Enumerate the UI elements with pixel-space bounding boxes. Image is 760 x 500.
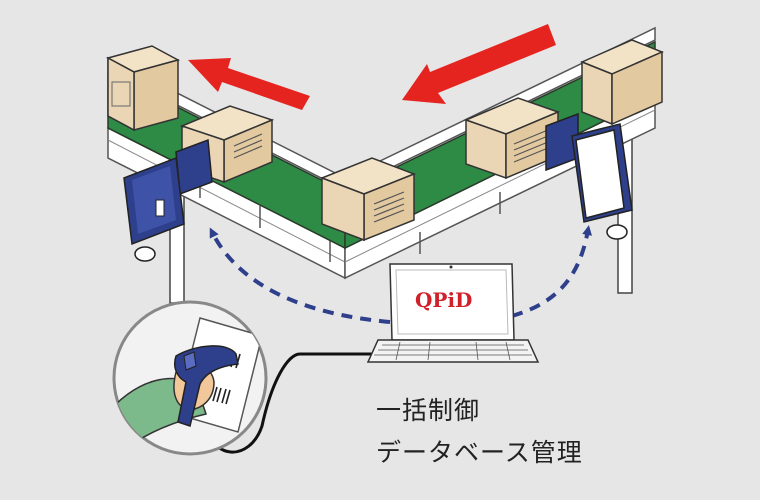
reader-links [209,225,593,324]
link-to-right-reader [511,225,593,318]
link-to-left-reader [209,227,391,324]
caption-batch-control: 一括制御 [376,396,481,425]
caption-database-management: データベース管理 [376,438,583,467]
qpid-logo: QPiD [415,288,472,312]
flow-arrow-right [402,24,556,104]
rfid-reader-right [545,112,633,240]
rfid-reader-left [123,138,213,262]
box-4 [463,97,561,180]
box-3 [319,157,417,242]
box-5 [580,39,664,126]
box-1 [105,45,181,132]
flow-arrows [188,24,556,110]
handheld-scanner-inset [112,300,268,456]
laptop-icon [366,263,540,363]
flow-arrow-left [188,58,310,110]
